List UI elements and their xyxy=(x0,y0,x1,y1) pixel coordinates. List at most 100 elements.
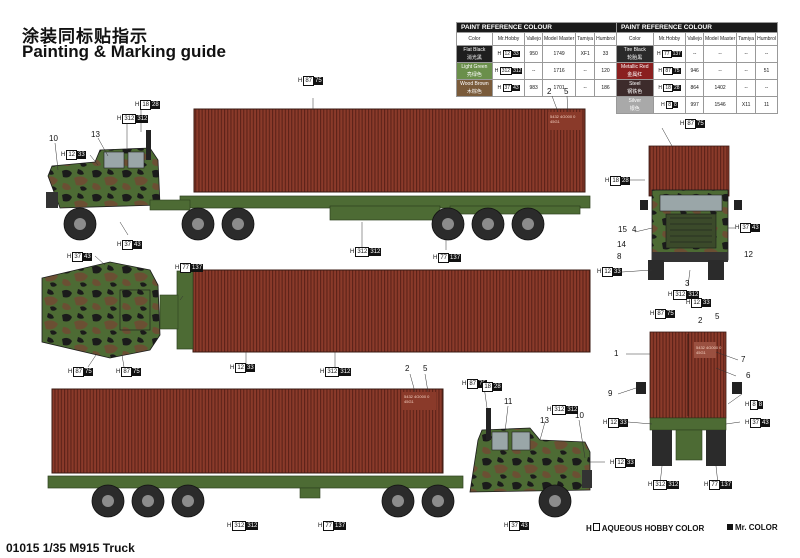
paint-color-name-cn: 消光黑 xyxy=(466,55,482,61)
callout-h: H xyxy=(650,311,655,317)
hobby-letter: H xyxy=(494,68,499,74)
callout-mr-color: 43 xyxy=(83,253,92,261)
paint-color-name-cn: 钢铁色 xyxy=(627,89,643,95)
hobby-letter: H xyxy=(658,68,663,74)
hobby-aqueous: 12 xyxy=(502,50,513,58)
callout-aqueous: 8 xyxy=(750,400,758,410)
part-number: 4 xyxy=(632,225,637,234)
paint-color-name: Metallic Red xyxy=(621,64,649,70)
side-view-top xyxy=(46,108,591,241)
hobby-aqueous: 87 xyxy=(663,67,673,75)
callout-aqueous: 12 xyxy=(66,150,78,160)
part-number: 2 xyxy=(547,87,552,96)
part-number: 2 xyxy=(698,316,703,325)
callout-mr-color: 312 xyxy=(369,248,382,256)
col-model-master: Model Master xyxy=(702,32,738,46)
part-number: 11 xyxy=(504,397,513,406)
side-view-bottom xyxy=(47,388,592,518)
part-number: 8 xyxy=(617,252,622,261)
container-placard xyxy=(548,112,582,130)
front-view xyxy=(640,145,742,280)
callout-mr-color: 33 xyxy=(613,268,622,276)
paint-tamiya: X11 xyxy=(736,96,757,114)
callout-h: H xyxy=(704,482,709,488)
callout-aqueous: 77 xyxy=(323,521,335,531)
callout-h: H xyxy=(320,369,325,375)
container-code: 4G000 0 xyxy=(706,345,722,350)
callout-mr-color: 75 xyxy=(132,368,141,376)
container-top xyxy=(193,108,586,193)
callout-h: H xyxy=(477,384,482,390)
callout-h: H xyxy=(227,523,232,529)
callout-h: H xyxy=(686,300,691,306)
paint-color-name-cn: 轮胎黑 xyxy=(627,55,643,61)
legend-mr-color: Mr. COLOR xyxy=(727,523,778,532)
callout-aqueous: 18 xyxy=(140,100,152,110)
part-number: 7 xyxy=(741,355,746,364)
callout-mr-color: 75 xyxy=(84,368,93,376)
callout-aqueous: 37 xyxy=(509,521,521,531)
col-mr-hobby: Mr.Hobby xyxy=(652,32,687,46)
callout-h: H xyxy=(67,254,72,260)
rear-view xyxy=(636,331,742,466)
callout-h: H xyxy=(668,292,673,298)
callout-mr-color: 312 xyxy=(339,368,352,376)
callout-mr-color: 43 xyxy=(751,224,760,232)
callout-aqueous: 312 xyxy=(232,521,247,531)
callout-aqueous: 312 xyxy=(325,367,340,377)
callout-h: H xyxy=(605,178,610,184)
part-number: 9 xyxy=(608,389,613,398)
callout-mr-color: 137 xyxy=(449,254,462,262)
col-humbrol: Humbrol xyxy=(594,32,617,46)
container-code: 45G1 xyxy=(696,350,706,355)
callout-h: H xyxy=(135,102,140,108)
container-code: 5432 xyxy=(696,345,705,350)
paint-color-name: Steel xyxy=(629,81,641,87)
callout-aqueous: 77 xyxy=(438,253,450,263)
callout-aqueous: 12 xyxy=(602,267,614,277)
hobby-mr-color: 43 xyxy=(512,85,520,91)
callout-mr-color: 28 xyxy=(151,101,160,109)
legend-mr-swatch xyxy=(727,524,733,530)
callout-aqueous: 312 xyxy=(552,405,567,415)
callout-h: H xyxy=(350,249,355,255)
callout-mr-color: 8 xyxy=(757,401,764,409)
callout-aqueous: 12 xyxy=(608,418,620,428)
callout-aqueous: 12 xyxy=(615,458,627,468)
part-number: 14 xyxy=(617,240,626,249)
callout-aqueous: 312 xyxy=(653,480,668,490)
paint-color-name: Silver xyxy=(628,98,642,104)
callout-aqueous: 312 xyxy=(673,290,688,300)
callout-h: H xyxy=(745,402,750,408)
paint-color-name-cn: 木棕色 xyxy=(466,89,482,95)
container-code: 4G000 0 xyxy=(414,394,430,399)
hobby-mr-color: 33 xyxy=(512,51,520,57)
callout-aqueous: 37 xyxy=(122,240,134,250)
hobby-mr-color: 75 xyxy=(672,68,681,74)
paint-color-name: Flat Black xyxy=(463,47,486,53)
callout-h: H xyxy=(117,116,122,122)
container-marking-top: 5432 4G000 0 45G1 xyxy=(550,114,575,124)
